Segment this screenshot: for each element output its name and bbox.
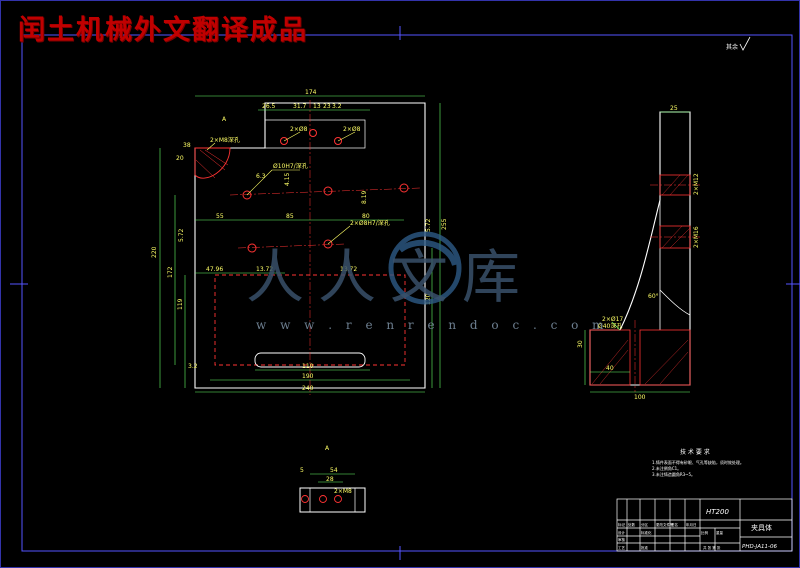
svg-text:审核: 审核 (618, 537, 626, 542)
dim-174: 174 (305, 89, 317, 96)
side-dim-30: 30 (577, 340, 584, 348)
dim-13: 13 (313, 103, 321, 110)
notes-line-3: 3.未注铸造圆角R3~5。 (652, 471, 695, 477)
detail-view-a: A 54 5 28 2×M8 (299, 445, 366, 513)
dim-220: 220 (151, 246, 158, 258)
side-dim-25: 25 (670, 105, 678, 112)
dim-120: 120 (425, 293, 432, 305)
rough-6-3: 6.3 (256, 173, 266, 180)
title-block (616, 498, 793, 552)
front-section-hatch (194, 147, 231, 179)
dim-119: 119 (177, 298, 184, 310)
watermark-logo-icon (388, 231, 462, 305)
detail-label-a: A (325, 445, 330, 452)
dim-110: 110 (302, 363, 314, 370)
svg-text:共 张 第 张: 共 张 第 张 (703, 545, 721, 550)
dim-172: 172 (167, 266, 174, 278)
notes-title: 技 术 要 求 (680, 448, 710, 456)
dim-13-72-a: 13.72 (256, 266, 273, 273)
detail-dim-5: 5 (300, 467, 304, 474)
dim-85: 85 (286, 213, 294, 220)
svg-text:工艺: 工艺 (618, 545, 626, 550)
side-dim-angle: 60° (648, 293, 659, 300)
detail-dim-28: 28 (326, 476, 334, 483)
title-part-name: 夹具体 (751, 523, 772, 532)
detail-dim-54: 54 (330, 467, 338, 474)
roughness-text: 其余 (726, 43, 738, 51)
title-cells: 标记 处数 分区 更改文件号 签名 年月日 设计 标准化 审核 工艺 批准 比例… (618, 522, 724, 550)
svg-text:更改文件号: 更改文件号 (656, 522, 674, 527)
side-dim-hole: 2×Ø17 (602, 316, 623, 323)
side-dim-m12: 2×M12 (693, 173, 700, 195)
watermark-brand: 人人文库 (246, 243, 535, 311)
hole-circle (323, 239, 333, 249)
title-material: HT200 (706, 508, 729, 516)
notes-line-1: 1.铸件表面不得有砂眼、气孔等缺陷，须时效处理。 (652, 459, 744, 465)
dim-20: 20 (176, 155, 184, 162)
side-dim-hole-sub: Ø40深孔 (598, 322, 622, 330)
svg-text:比例: 比例 (701, 530, 709, 535)
svg-text:设计: 设计 (618, 530, 626, 535)
callout-bore-left: Ø10H7/深孔 (273, 162, 308, 170)
sheet-border (21, 34, 793, 552)
dim-26-5: 26.5 (262, 103, 276, 110)
callout-hole-b: 2×Ø8 (343, 126, 361, 133)
svg-text:标记: 标记 (618, 522, 626, 527)
dim-240: 240 (302, 385, 314, 392)
hole-circle (242, 190, 252, 200)
hole-circle (399, 183, 409, 193)
detail-outline (299, 487, 366, 513)
dim-5-72-a: 5.72 (178, 228, 185, 242)
dim-38: 38 (183, 142, 191, 149)
dim-5-72-b: 5.72 (425, 218, 432, 232)
hole-circle (319, 495, 327, 503)
side-view: 25 2×M12 2×M16 60° 2×Ø17 Ø40深孔 30 40 100 (577, 105, 700, 401)
callout-hole-a: 2×Ø8 (290, 126, 308, 133)
title-drawing-no: PHD-JA11-06 (742, 544, 778, 550)
dim-255: 255 (441, 218, 448, 230)
notes-line-2: 2.未注倒角C1。 (652, 465, 681, 471)
side-dim-m16: 2×M16 (693, 226, 700, 248)
side-dim-100: 100 (634, 394, 646, 401)
hole-circle (334, 495, 342, 503)
rough-3-2: 3.2 (188, 363, 198, 370)
watermark-url: w w w . r e n r e n d o c . c o m (256, 318, 609, 332)
dim-31-7: 31.7 (293, 103, 307, 110)
svg-text:重量: 重量 (716, 530, 724, 535)
svg-text:标准化: 标准化 (641, 530, 652, 535)
dim-47-96: 47.96 (206, 266, 223, 273)
roughness-symbol-icon (739, 36, 751, 51)
hole-circle (301, 495, 309, 503)
front-view: 174 26.5 31.7 13 23 3.2 38 20 55 85 80 4… (151, 89, 448, 395)
dim-55: 55 (216, 213, 224, 220)
svg-text:批准: 批准 (641, 545, 649, 550)
dim-4-15: 4.15 (284, 172, 291, 186)
dim-3-2: 3.2 (332, 103, 342, 110)
banner-title: 闰土机械外文翻译成品 (18, 15, 308, 46)
callout-bore-right: 2×Ø8H7/深孔 (350, 219, 390, 227)
hole-circle (247, 243, 257, 253)
side-dim-40: 40 (606, 365, 614, 372)
dim-80: 80 (362, 213, 370, 220)
hole-circle (323, 186, 333, 196)
hole-circle (334, 137, 342, 145)
hole-circle (309, 129, 317, 137)
hole-circle (280, 137, 288, 145)
svg-text:分区: 分区 (641, 522, 649, 527)
svg-text:签名: 签名 (671, 522, 678, 527)
dim-8-19: 8.19 (361, 190, 368, 204)
svg-text:年月日: 年月日 (686, 522, 697, 527)
dim-190: 190 (302, 373, 314, 380)
svg-text:处数: 处数 (628, 522, 636, 527)
callout-counterbore: 2×M8深孔 (210, 136, 240, 144)
detail-dim-2x: 2×M8 (334, 488, 352, 495)
dim-13-72-b: 13.72 (340, 266, 357, 273)
section-label-a: A (222, 116, 227, 123)
dim-23: 23 (323, 103, 331, 110)
technical-notes: 技 术 要 求 1.铸件表面不得有砂眼、气孔等缺陷，须时效处理。 2.未注倒角C… (652, 448, 744, 477)
